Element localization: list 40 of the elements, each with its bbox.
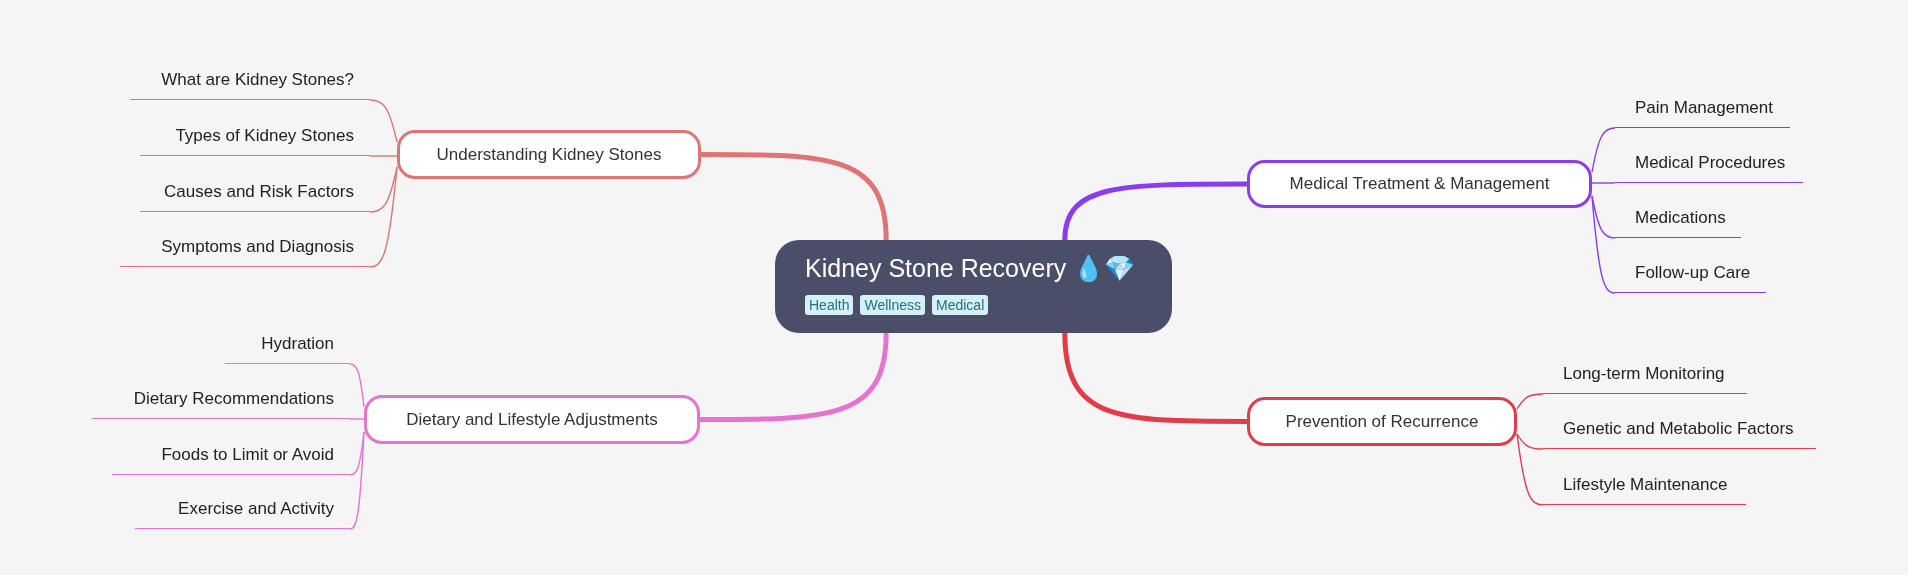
connector-line — [369, 166, 398, 268]
subtopic-label: Types of Kidney Stones — [140, 120, 370, 156]
connector-line — [369, 155, 398, 157]
connector-line — [349, 363, 365, 408]
subtopic-label: What are Kidney Stones? — [130, 64, 370, 100]
connector-line — [1516, 393, 1544, 410]
connector-line — [1062, 332, 1247, 424]
tag-chip: Medical — [932, 295, 989, 315]
connector-line — [701, 152, 889, 241]
subtopic-label: Foods to Limit or Avoid — [112, 439, 350, 475]
connector-line — [1591, 195, 1616, 294]
branch-topic-box: Understanding Kidney Stones — [397, 130, 701, 179]
connector-line — [1516, 433, 1544, 450]
subtopic-label: Pain Management — [1615, 92, 1790, 128]
connector-line — [349, 431, 365, 530]
subtopic-label: Long-term Monitoring — [1543, 358, 1747, 394]
connector-line — [1516, 433, 1544, 506]
branch-topic-box: Medical Treatment & Management — [1247, 160, 1592, 208]
subtopic-label: Dietary Recommendations — [92, 383, 350, 419]
subtopic-label: Genetic and Metabolic Factors — [1543, 413, 1816, 449]
connector-line — [700, 332, 889, 422]
connector-line — [349, 418, 365, 420]
subtopic-label: Lifestyle Maintenance — [1543, 469, 1746, 505]
subtopic-label: Exercise and Activity — [135, 493, 350, 529]
branch-topic-box: Dietary and Lifestyle Adjustments — [364, 395, 700, 444]
subtopic-label: Medications — [1615, 202, 1741, 238]
subtopic-label: Causes and Risk Factors — [140, 176, 370, 212]
subtopic-label: Medical Procedures — [1615, 147, 1803, 183]
connector-line — [1591, 182, 1616, 184]
connector-line — [369, 99, 398, 143]
root-topic-title: Kidney Stone Recovery 💧💎 — [805, 254, 1137, 283]
tag-chip: Health — [805, 295, 854, 315]
subtopic-label: Hydration — [225, 328, 350, 364]
branch-topic-box: Prevention of Recurrence — [1247, 397, 1517, 446]
subtopic-label: Follow-up Care — [1615, 257, 1766, 293]
connector-line — [1062, 181, 1247, 241]
root-topic-box — [775, 240, 1172, 333]
tag-chip: Wellness — [860, 295, 925, 315]
subtopic-label: Symptoms and Diagnosis — [120, 231, 370, 267]
connector-line — [1591, 127, 1616, 173]
